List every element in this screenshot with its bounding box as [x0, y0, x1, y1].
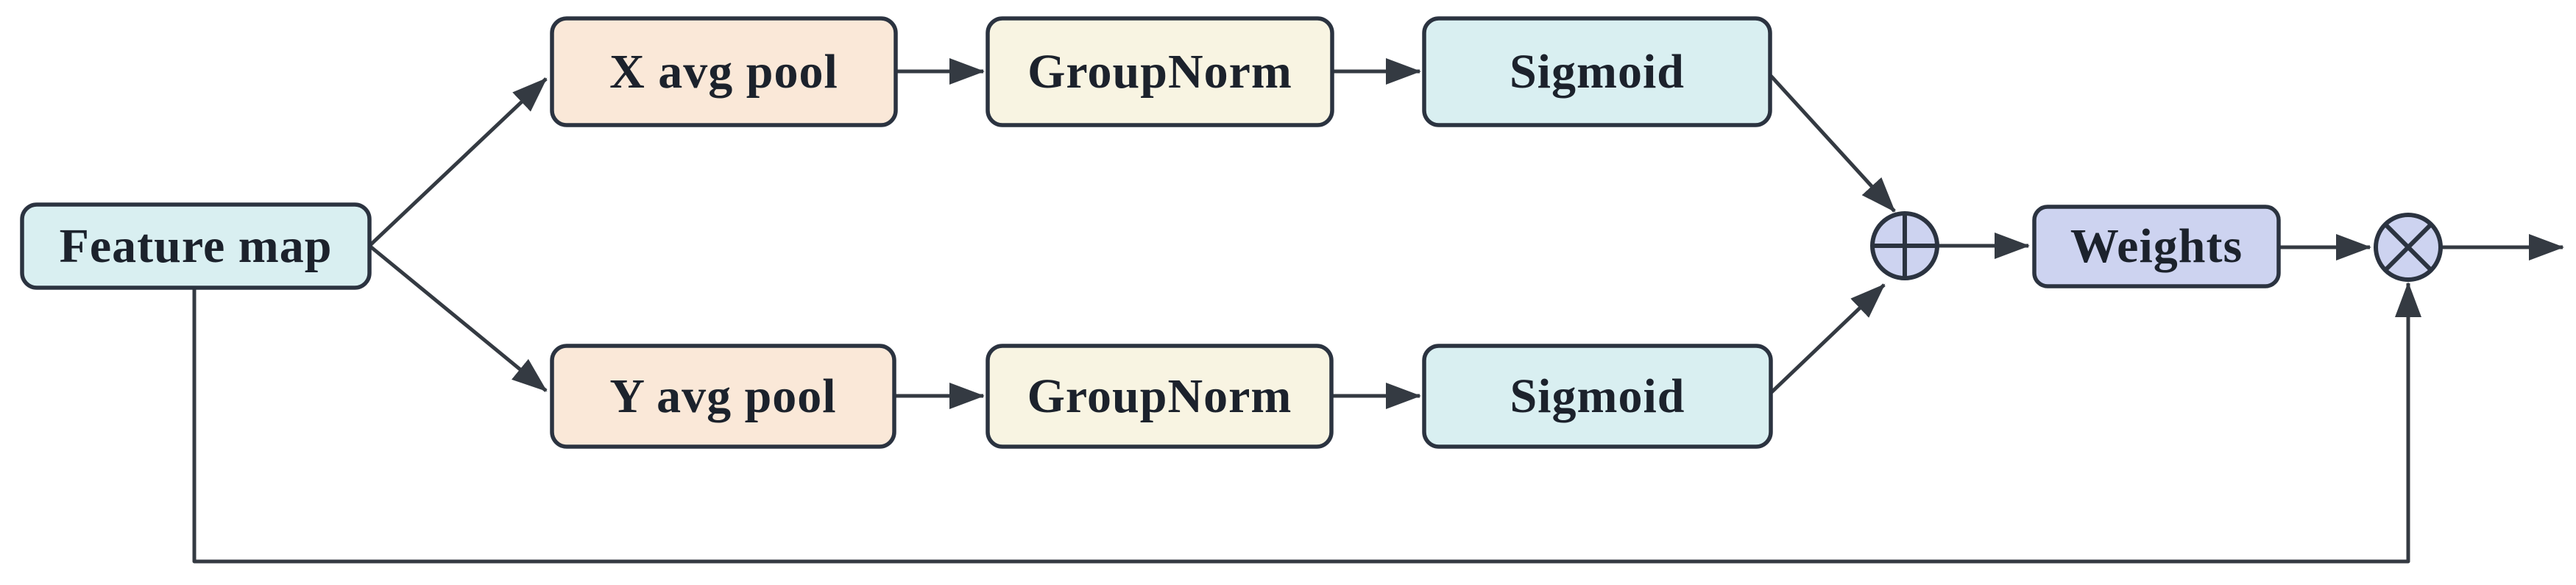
edge-featuremap-to-multiply-skip: [192, 281, 2422, 564]
group-norm-top-box: [986, 16, 1334, 127]
feature-map-box: [20, 202, 372, 290]
weights-box: [2032, 205, 2281, 288]
group-norm-bottom-box: [986, 344, 1334, 449]
x-avg-pool-box: [550, 16, 898, 127]
edge-sigmoid-top-to-add: [1769, 74, 1896, 213]
multiply-operator-icon: [2374, 213, 2443, 282]
add-operator-icon: [1870, 211, 1939, 280]
sigmoid-bottom-box: [1422, 344, 1773, 449]
y-avg-pool-box: [550, 344, 896, 449]
sigmoid-top-box: [1422, 16, 1772, 127]
edge-featuremap-to-xavgpool: [368, 77, 548, 247]
edge-featuremap-to-yavgpool: [368, 244, 548, 392]
edge-sigmoid-bottom-to-add: [1769, 283, 1886, 394]
